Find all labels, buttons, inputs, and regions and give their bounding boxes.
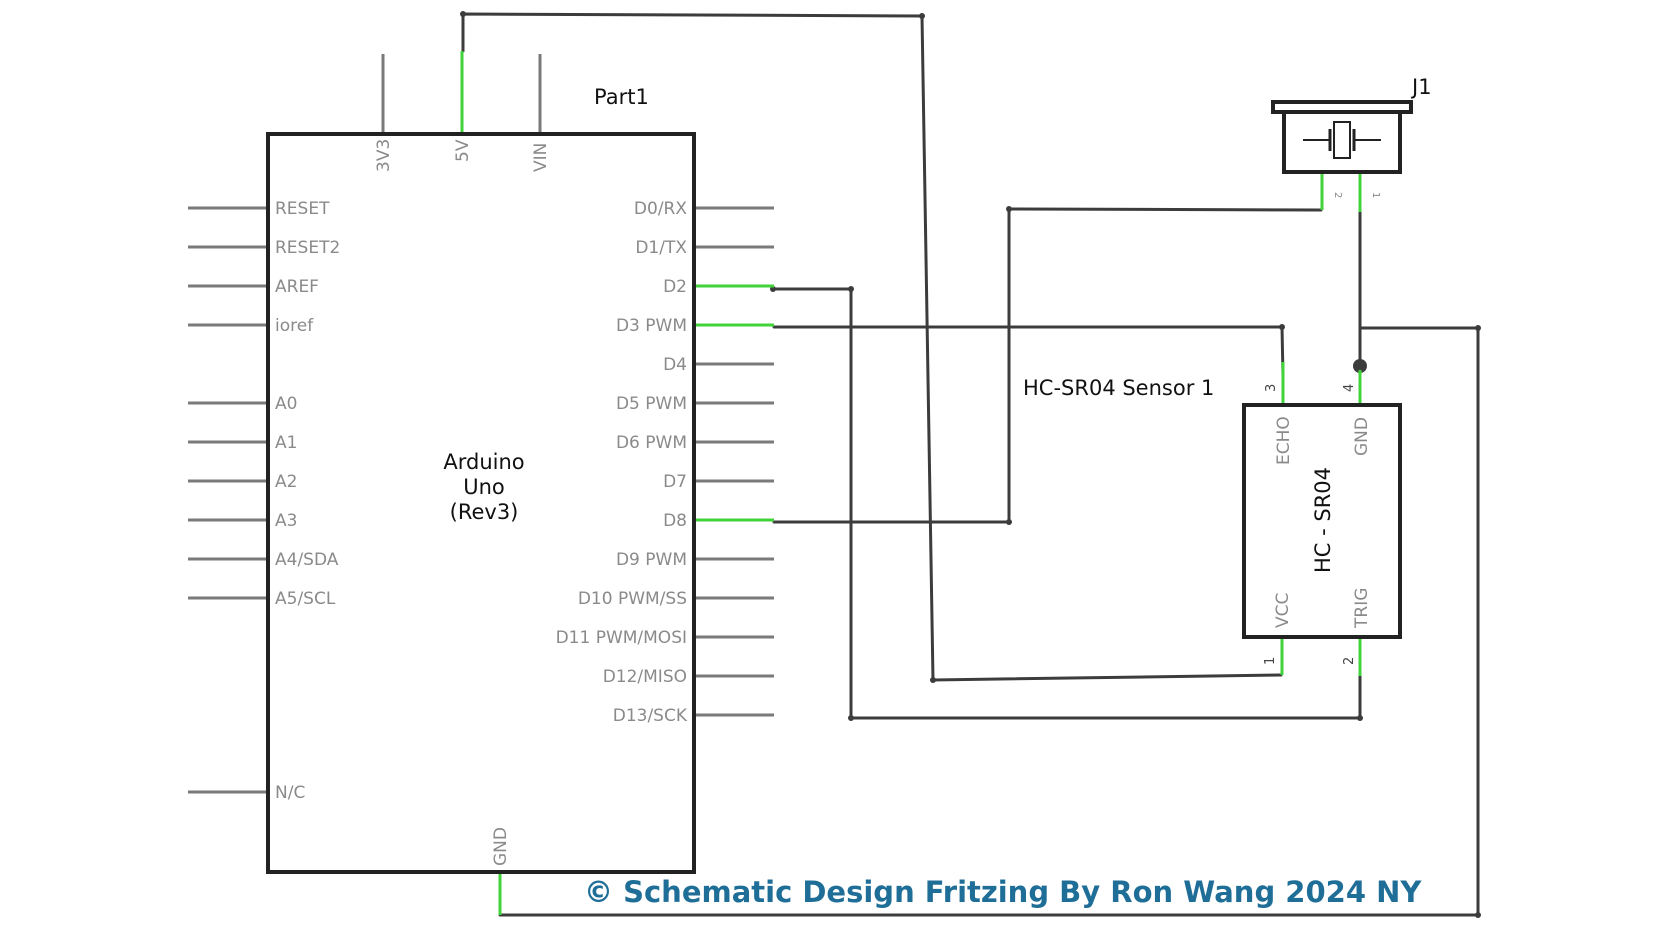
buzzer-pin-number-1: 1 bbox=[1370, 192, 1381, 198]
arduino-name-line-2: Uno bbox=[463, 475, 505, 499]
buzzer-part-label: J1 bbox=[1410, 75, 1432, 99]
pin-label-d1-tx: D1/TX bbox=[635, 238, 687, 258]
pin-label-d3-pwm: D3 PWM bbox=[616, 316, 687, 336]
buzzer-pin-number-2: 2 bbox=[1332, 192, 1343, 198]
wire-d8-to-buzzer-2 bbox=[772, 207, 1323, 524]
sensor-pin-number-gnd: 4 bbox=[1342, 384, 1357, 392]
pin-label-d2: D2 bbox=[663, 277, 687, 297]
left-pin-lines bbox=[188, 206, 268, 794]
pin-label-d4: D4 bbox=[663, 355, 687, 375]
hc-sr04-sensor: HC-SR04 Sensor 1 HC - SR04 ECHO GND VCC … bbox=[1023, 362, 1402, 676]
pin-label-d12-miso: D12/MISO bbox=[603, 667, 687, 687]
pin-label-d0-rx: D0/RX bbox=[634, 199, 687, 219]
sensor-pin-number-vcc: 1 bbox=[1263, 657, 1278, 665]
buzzer-body bbox=[1282, 110, 1402, 174]
pin-label-a0: A0 bbox=[275, 394, 297, 414]
sensor-pin-label-vcc: VCC bbox=[1273, 593, 1293, 628]
credit-text: © Schematic Design Fritzing By Ron Wang … bbox=[584, 875, 1422, 909]
sensor-body bbox=[1242, 403, 1402, 639]
pin-label-ioref: ioref bbox=[275, 316, 314, 336]
pin-label-a3: A3 bbox=[275, 511, 297, 531]
sensor-pin-number-echo: 3 bbox=[1264, 384, 1279, 392]
pin-label-d7: D7 bbox=[663, 472, 687, 492]
pin-label-a1: A1 bbox=[275, 433, 297, 453]
sensor-pin-label-echo: ECHO bbox=[1274, 416, 1294, 465]
arduino-name-line-1: Arduino bbox=[443, 450, 524, 474]
wire-bend-point bbox=[1006, 519, 1012, 525]
pin-label-a2: A2 bbox=[275, 472, 297, 492]
pin-label-3v3: 3V3 bbox=[374, 139, 394, 172]
pin-label-vin: VIN bbox=[531, 143, 551, 172]
pin-label-a4-sda: A4/SDA bbox=[275, 550, 339, 570]
wires bbox=[460, 11, 1481, 918]
pin-label-d6-pwm: D6 PWM bbox=[616, 433, 687, 453]
arduino-body bbox=[266, 132, 696, 874]
sensor-center-label: HC - SR04 bbox=[1311, 467, 1335, 573]
junction-dot bbox=[1353, 359, 1367, 373]
wire-5v-to-vcc bbox=[461, 12, 1283, 682]
wire-bend-point bbox=[1475, 912, 1481, 918]
buzzer-symbol-crystal bbox=[1333, 121, 1351, 159]
pin-label-5v: 5V bbox=[453, 139, 473, 162]
wire-gnd-rail bbox=[498, 326, 1480, 917]
wire-bend-point bbox=[1357, 715, 1363, 721]
right-pin-lines bbox=[694, 206, 774, 717]
pin-label-a5-scl: A5/SCL bbox=[275, 589, 336, 609]
pin-label-d8: D8 bbox=[663, 511, 687, 531]
pin-label-reset: RESET bbox=[275, 199, 330, 219]
pin-label-reset2: RESET2 bbox=[275, 238, 340, 258]
arduino-part-label: Part1 bbox=[594, 85, 649, 109]
pin-label-d9-pwm: D9 PWM bbox=[616, 550, 687, 570]
buzzer-j1: J1 2 1 bbox=[1271, 75, 1432, 212]
wire-bend-point bbox=[848, 715, 854, 721]
wire-bend-point bbox=[930, 677, 936, 683]
pin-label-gnd: GND bbox=[491, 827, 511, 866]
sensor-pin-number-trig: 2 bbox=[1342, 657, 1357, 665]
wire-bend-point bbox=[1475, 325, 1481, 331]
wire-bend-point bbox=[848, 286, 854, 292]
wire-d2-to-trig bbox=[771, 287, 1362, 720]
pin-label-n-c: N/C bbox=[275, 783, 305, 803]
sensor-pin-label-gnd: GND bbox=[1352, 417, 1372, 456]
pin-label-aref: AREF bbox=[275, 277, 319, 297]
arduino-name-line-3: (Rev3) bbox=[450, 500, 519, 524]
wire-bend-point bbox=[1279, 324, 1285, 330]
pin-label-d5-pwm: D5 PWM bbox=[616, 394, 687, 414]
wire-bend-point bbox=[1006, 206, 1012, 212]
pin-label-d11-pwm-mosi: D11 PWM/MOSI bbox=[556, 628, 687, 648]
pin-label-d13-sck: D13/SCK bbox=[613, 706, 688, 726]
sensor-pin-label-trig: TRIG bbox=[1352, 588, 1372, 629]
sensor-part-label: HC-SR04 Sensor 1 bbox=[1023, 376, 1214, 400]
wire-bend-point bbox=[919, 13, 925, 19]
wire-bend-point bbox=[460, 11, 466, 17]
pin-label-d10-pwm-ss: D10 PWM/SS bbox=[578, 589, 687, 609]
